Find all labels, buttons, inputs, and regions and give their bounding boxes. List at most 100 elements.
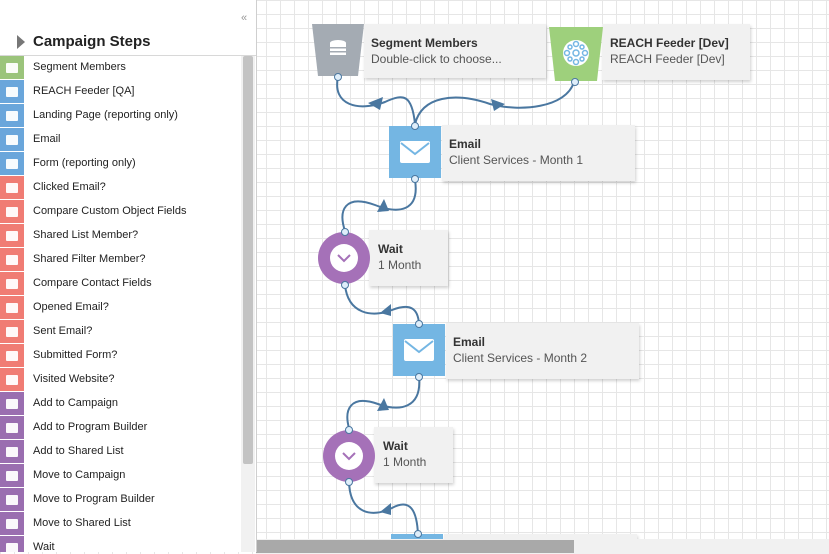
move-list-icon-glyph xyxy=(6,518,18,529)
clicked-email-icon xyxy=(0,176,24,199)
segment-members-step-card[interactable]: Segment Members Double-click to choose..… xyxy=(364,24,546,78)
sidebar-item[interactable]: Submitted Form? xyxy=(0,344,240,368)
step-subtitle: Double-click to choose... xyxy=(371,52,502,66)
move-campaign-icon-glyph xyxy=(6,470,18,481)
scrollbar-thumb[interactable] xyxy=(243,56,253,464)
globe-icon-glyph xyxy=(6,374,18,385)
feeder-output-port[interactable] xyxy=(571,78,579,86)
sidebar-item-label: Sent Email? xyxy=(33,325,93,337)
segment-icon-glyph xyxy=(6,62,18,73)
sidebar-item[interactable]: Shared Filter Member? xyxy=(0,248,240,272)
sidebar-item[interactable]: Move to Campaign xyxy=(0,464,240,488)
clock-icon-glyph xyxy=(6,542,18,552)
sidebar-item[interactable]: Add to Program Builder xyxy=(0,416,240,440)
email-2-input-port[interactable] xyxy=(415,320,423,328)
email-2-output-port[interactable] xyxy=(415,373,423,381)
segment-icon xyxy=(0,56,24,79)
sidebar-item[interactable]: Shared List Member? xyxy=(0,224,240,248)
email-1-step-icon[interactable] xyxy=(389,126,441,178)
email-1-input-port[interactable] xyxy=(411,122,419,130)
sidebar-item[interactable]: Form (reporting only) xyxy=(0,152,240,176)
clock-icon xyxy=(335,442,363,470)
shared-list-icon-glyph xyxy=(6,230,18,241)
sidebar-item[interactable]: Move to Shared List xyxy=(0,512,240,536)
segment-members-step-icon[interactable] xyxy=(312,24,364,76)
move-campaign-icon xyxy=(0,464,24,487)
step-title: Email xyxy=(449,137,482,151)
sidebar-item[interactable]: Sent Email? xyxy=(0,320,240,344)
wait-1-step-icon[interactable] xyxy=(318,232,370,284)
wait-1-output-port[interactable] xyxy=(341,281,349,289)
canvas-horizontal-scrollbar[interactable] xyxy=(256,539,829,554)
add-campaign-icon-glyph xyxy=(6,398,18,409)
feeder-icon-glyph xyxy=(6,86,18,97)
collapse-panel-button[interactable]: « xyxy=(241,12,248,24)
step-subtitle: Client Services - Month 1 xyxy=(449,153,584,167)
step-title: Wait xyxy=(378,242,403,256)
wait-2-input-port[interactable] xyxy=(345,426,353,434)
sidebar-item[interactable]: Landing Page (reporting only) xyxy=(0,104,240,128)
opened-email-icon xyxy=(0,296,24,319)
envelope-icon xyxy=(400,141,430,163)
panel-header[interactable]: Campaign Steps xyxy=(0,28,256,56)
sidebar-item[interactable]: Compare Custom Object Fields xyxy=(0,200,240,224)
sidebar-item[interactable]: Segment Members xyxy=(0,56,240,80)
sidebar-item[interactable]: REACH Feeder [QA] xyxy=(0,80,240,104)
sidebar-item[interactable]: Opened Email? xyxy=(0,296,240,320)
filter-icon-glyph xyxy=(6,254,18,265)
sidebar-item[interactable]: Add to Campaign xyxy=(0,392,240,416)
sidebar-item-label: Move to Campaign xyxy=(33,469,126,481)
sidebar-item[interactable]: Add to Shared List xyxy=(0,440,240,464)
wait-2-step-card[interactable]: Wait 1 Month xyxy=(374,427,453,483)
email-3-input-port[interactable] xyxy=(414,530,422,538)
wait-1-input-port[interactable] xyxy=(341,228,349,236)
sidebar-item[interactable]: Move to Program Builder xyxy=(0,488,240,512)
reach-feeder-step-card[interactable]: REACH Feeder [Dev] REACH Feeder [Dev] xyxy=(602,24,750,80)
shared-list-icon xyxy=(0,224,24,247)
connector-email2-to-wait2 xyxy=(346,376,421,429)
segment-output-port[interactable] xyxy=(334,73,342,81)
sidebar-item[interactable]: Visited Website? xyxy=(0,368,240,392)
sidebar-item[interactable]: Clicked Email? xyxy=(0,176,240,200)
clock-icon xyxy=(0,536,24,552)
email-icon-glyph xyxy=(6,134,18,145)
panel-scrollbar[interactable] xyxy=(241,56,255,552)
feeder-icon xyxy=(549,27,603,81)
sidebar-item-label: Add to Shared List xyxy=(33,445,124,457)
add-program-icon-glyph xyxy=(6,422,18,433)
sidebar-item[interactable]: Wait xyxy=(0,536,240,552)
connector-wait1-to-email2 xyxy=(344,284,420,325)
sidebar-item[interactable]: Compare Contact Fields xyxy=(0,272,240,296)
landing-page-icon xyxy=(0,104,24,127)
landing-page-icon-glyph xyxy=(6,110,18,121)
compare-object-icon xyxy=(0,200,24,223)
sidebar-item[interactable]: Email xyxy=(0,128,240,152)
sidebar-item-label: Opened Email? xyxy=(33,301,109,313)
reach-feeder-step-icon[interactable] xyxy=(549,27,603,81)
sidebar-item-label: Move to Program Builder xyxy=(33,493,155,505)
wait-1-step-card[interactable]: Wait 1 Month xyxy=(369,230,448,286)
sent-email-icon-glyph xyxy=(6,326,18,337)
email-1-output-port[interactable] xyxy=(411,175,419,183)
wait-2-output-port[interactable] xyxy=(345,478,353,486)
sidebar-item-label: Add to Program Builder xyxy=(33,421,148,433)
opened-email-icon-glyph xyxy=(6,302,18,313)
expand-arrow-icon xyxy=(17,35,25,49)
move-program-icon-glyph xyxy=(6,494,18,505)
email-2-step-icon[interactable] xyxy=(393,324,445,376)
connector-segment-to-email1 xyxy=(336,76,416,125)
step-subtitle: 1 Month xyxy=(383,455,427,469)
sidebar-item-label: Wait xyxy=(33,541,55,552)
compare-object-icon-glyph xyxy=(6,206,18,217)
scrollbar-thumb[interactable] xyxy=(256,540,574,553)
email-2-step-card[interactable]: Email Client Services - Month 2 xyxy=(446,323,639,379)
form-icon-glyph xyxy=(6,158,18,169)
email-1-step-card[interactable]: Email Client Services - Month 1 xyxy=(442,125,635,181)
step-title: Email xyxy=(453,335,486,349)
add-list-icon-glyph xyxy=(6,446,18,457)
wait-2-step-icon[interactable] xyxy=(323,430,375,482)
sidebar-item-label: Add to Campaign xyxy=(33,397,118,409)
globe-icon xyxy=(0,368,24,391)
